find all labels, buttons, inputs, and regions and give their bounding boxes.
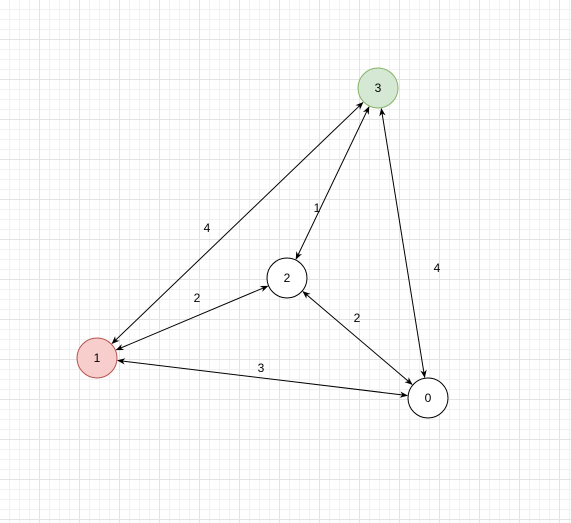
node-label: 1 [94,351,101,365]
edge-2-0[interactable] [302,291,413,385]
edge-1-2[interactable] [115,285,269,351]
edge-weight-label: 2 [354,311,361,325]
edge-weight-label: 1 [314,201,321,215]
node-0[interactable]: 0 [407,377,449,419]
edge-weight-label: 3 [258,361,265,375]
node-circle[interactable] [407,377,449,419]
edge-1-0[interactable] [117,358,408,398]
node-1[interactable]: 1 [76,337,118,379]
node-2[interactable]: 2 [266,257,308,299]
edge-3-0[interactable] [379,107,427,379]
node-circle[interactable] [266,257,308,299]
node-label: 3 [375,81,382,95]
edge-3-2[interactable] [295,106,370,260]
node-label: 2 [284,271,291,285]
edge-1-3[interactable] [111,101,364,345]
node-circle[interactable] [357,67,399,109]
edge-weight-label: 4 [434,261,441,275]
node-label: 0 [425,391,432,405]
edge-weight-label: 2 [194,291,201,305]
node-circle[interactable] [76,337,118,379]
edge-weight-label: 4 [204,221,211,235]
nodes-layer: 3 2 1 0 [76,67,449,419]
node-3[interactable]: 3 [357,67,399,109]
edges-layer: 4 1 4 2 2 3 [111,101,441,398]
